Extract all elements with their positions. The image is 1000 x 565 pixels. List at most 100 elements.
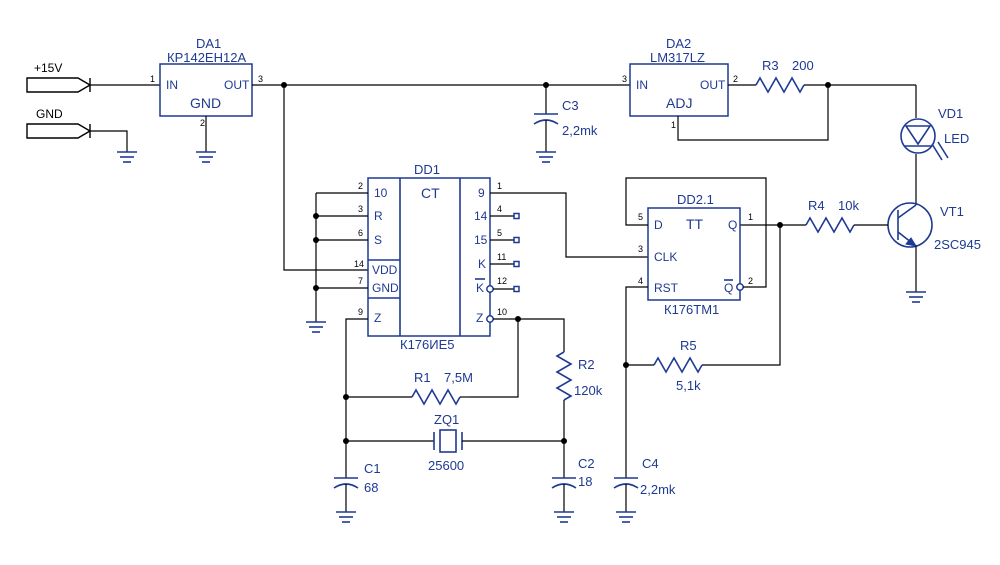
ground-symbol [554, 511, 574, 523]
c4-ref: C4 [642, 456, 659, 471]
svg-text:Q: Q [724, 281, 733, 295]
counter-dd1: DD1 CT К176ИЕ5 10 R S VDD GND Z 2 3 6 14… [354, 162, 507, 352]
vd1-type: LED [944, 131, 969, 146]
svg-text:15: 15 [474, 233, 488, 247]
svg-text:9: 9 [358, 307, 363, 317]
port-15v-label: +15V [34, 61, 62, 75]
resistor-r2: R2 120k [555, 351, 603, 401]
c2-value: 18 [578, 474, 592, 489]
svg-text:Z: Z [374, 311, 381, 325]
svg-text:2: 2 [200, 118, 205, 128]
ground-symbol [306, 321, 326, 333]
r4-ref: R4 [808, 198, 825, 213]
resistor-r1: R1 7,5M [411, 370, 473, 406]
svg-text:7: 7 [358, 276, 363, 286]
svg-text:Z: Z [476, 311, 483, 325]
svg-text:K: K [476, 281, 484, 295]
r3-ref: R3 [762, 58, 779, 73]
led-vd1: VD1 LED [900, 85, 969, 161]
svg-text:S: S [374, 233, 382, 247]
svg-text:D: D [654, 218, 663, 232]
r4-value: 10k [838, 198, 859, 213]
resistor-r4: R4 10k [805, 198, 859, 234]
zq1-ref: ZQ1 [434, 412, 459, 427]
capacitor-c1: C1 68 [333, 461, 381, 495]
svg-text:CLK: CLK [654, 250, 677, 264]
port-gnd: GND [26, 107, 92, 139]
svg-text:1: 1 [150, 74, 155, 84]
svg-text:10: 10 [497, 307, 507, 317]
svg-text:OUT: OUT [224, 78, 250, 92]
dd2-type: К176ТМ1 [664, 302, 719, 317]
svg-text:11: 11 [497, 252, 506, 262]
svg-text:GND: GND [190, 95, 221, 111]
r1-ref: R1 [414, 370, 431, 385]
c1-value: 68 [364, 480, 378, 495]
zq1-value: 25600 [428, 458, 464, 473]
capacitor-c2: C2 18 [551, 456, 595, 489]
svg-text:GND: GND [372, 281, 399, 295]
ground-symbol [117, 151, 137, 163]
c2-ref: C2 [578, 456, 595, 471]
ground-symbol [906, 291, 926, 303]
vt1-type: 2SC945 [934, 237, 981, 252]
svg-text:9: 9 [478, 186, 485, 200]
ground-symbol [336, 511, 356, 523]
dd2-tt: TT [686, 216, 704, 232]
c3-ref: C3 [562, 98, 579, 113]
port-15v: +15V [26, 61, 92, 93]
resistor-r5: R5 5,1k [653, 338, 703, 393]
svg-text:IN: IN [636, 78, 648, 92]
capacitor-c4: C4 2,2mk [613, 456, 676, 497]
vd1-ref: VD1 [938, 106, 963, 121]
svg-text:1: 1 [671, 120, 676, 130]
svg-text:6: 6 [358, 228, 363, 238]
dd1-type: К176ИЕ5 [400, 337, 455, 352]
r2-ref: R2 [578, 357, 595, 372]
capacitor-c3: C3 2,2mk [533, 85, 598, 152]
resistor-r3: R3 200 [755, 58, 814, 94]
svg-text:1: 1 [748, 212, 753, 222]
svg-text:4: 4 [497, 204, 502, 214]
svg-text:4: 4 [638, 276, 643, 286]
ground-symbol [616, 511, 636, 523]
ground-symbol [196, 151, 216, 163]
svg-text:3: 3 [358, 204, 363, 214]
ground-symbol [536, 151, 556, 163]
svg-text:RST: RST [654, 281, 679, 295]
svg-text:14: 14 [474, 209, 488, 223]
svg-text:ADJ: ADJ [666, 95, 692, 111]
svg-text:2: 2 [733, 74, 738, 84]
c4-value: 2,2mk [640, 482, 676, 497]
flipflop-dd2: DD2.1 TT К176ТМ1 D CLK RST Q Q 5 3 4 1 2 [638, 192, 753, 317]
svg-text:R: R [374, 209, 383, 223]
crystal-zq1: ZQ1 25600 [428, 412, 464, 473]
svg-text:OUT: OUT [700, 78, 726, 92]
port-gnd-label: GND [36, 107, 63, 121]
regulator-da1: DA1 КР142ЕН12А IN OUT GND 1 3 2 [150, 36, 263, 128]
svg-text:10: 10 [374, 186, 388, 200]
c1-ref: C1 [364, 461, 381, 476]
vt1-ref: VT1 [940, 204, 964, 219]
da1-type: КР142ЕН12А [167, 50, 246, 65]
svg-text:2: 2 [358, 181, 363, 191]
transistor-vt1: VT1 2SC945 [887, 202, 981, 252]
c3-value: 2,2mk [562, 123, 598, 138]
svg-text:1: 1 [497, 181, 502, 191]
r3-value: 200 [792, 58, 814, 73]
r5-value: 5,1k [676, 378, 701, 393]
svg-text:3: 3 [622, 74, 627, 84]
svg-text:5: 5 [638, 212, 643, 222]
svg-text:IN: IN [166, 78, 178, 92]
svg-text:14: 14 [354, 259, 364, 269]
da2-type: LM317LZ [650, 50, 705, 65]
svg-text:3: 3 [638, 244, 643, 254]
svg-text:2: 2 [748, 276, 753, 286]
svg-text:K: K [478, 257, 486, 271]
svg-text:5: 5 [497, 228, 502, 238]
svg-text:3: 3 [258, 74, 263, 84]
da1-ref: DA1 [196, 36, 221, 51]
r1-value: 7,5M [444, 370, 473, 385]
svg-text:Q: Q [728, 218, 737, 232]
